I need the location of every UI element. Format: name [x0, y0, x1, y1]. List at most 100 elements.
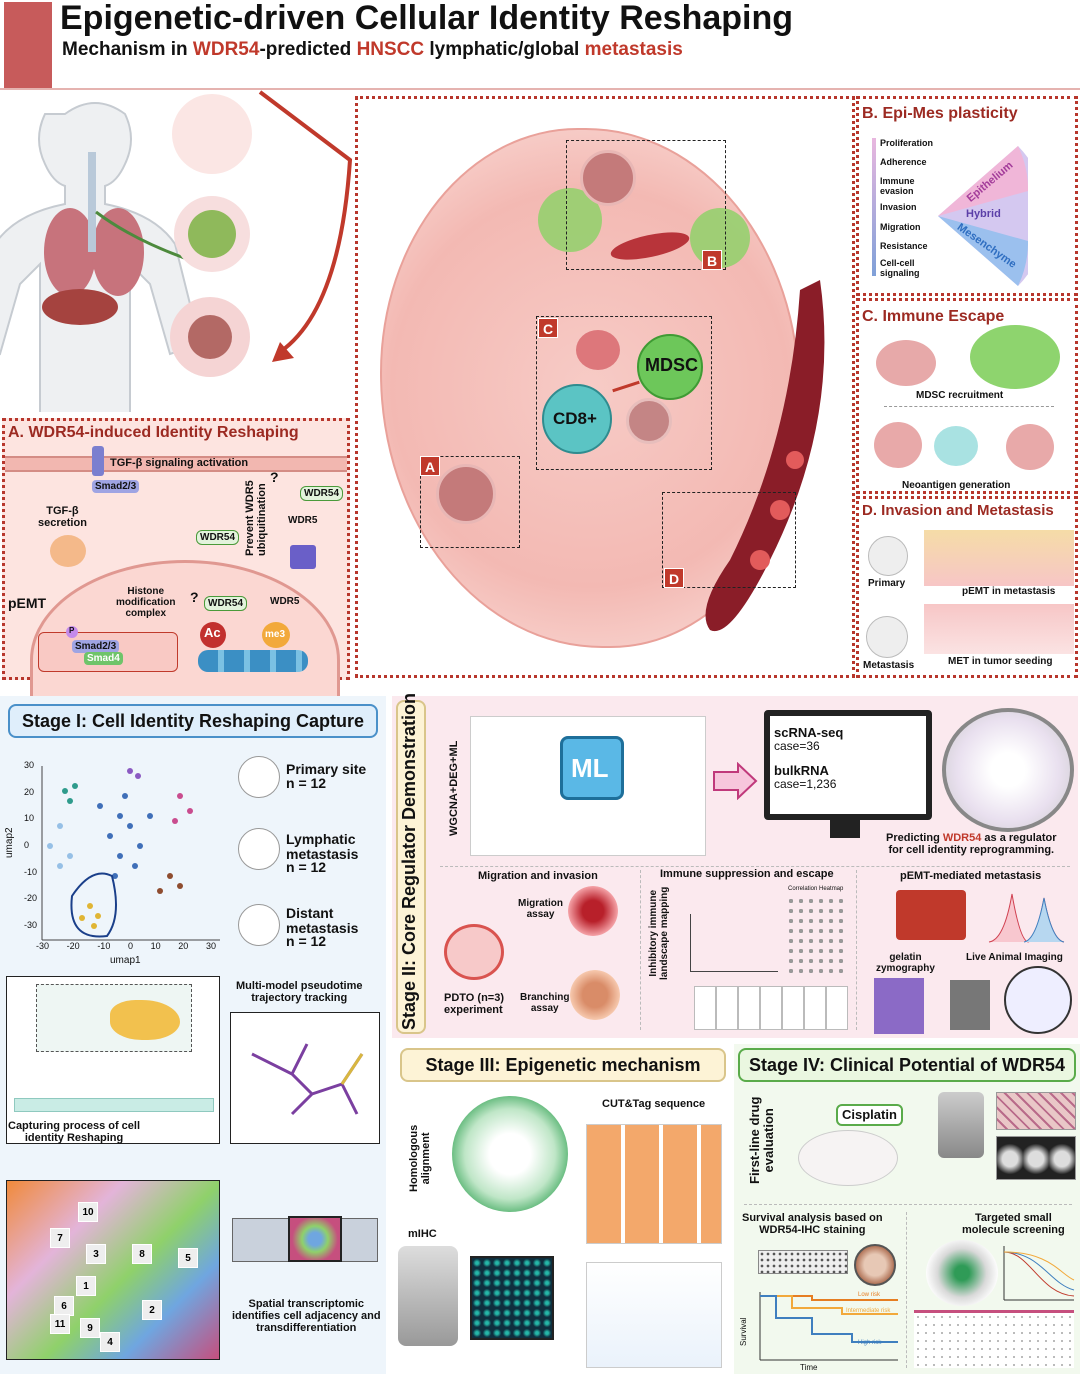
immune-scatter	[690, 914, 778, 972]
mihc-label: mIHC	[408, 1228, 437, 1240]
x-tick: 10	[150, 941, 161, 951]
histone-text: Histone modification complex	[116, 586, 176, 619]
panel-b-list: Proliferation Adherence Immune evasion I…	[880, 138, 950, 278]
live-imaging-label: Live Animal Imaging	[966, 952, 1063, 963]
protein-ribbon	[452, 1096, 568, 1212]
spot-label: 3	[86, 1244, 106, 1264]
correlation-heatmap	[786, 896, 848, 974]
subtitle-gene: WDR54	[192, 39, 260, 60]
nucleosome-row	[198, 650, 308, 672]
pink-arrow	[713, 762, 758, 800]
x-tick: 0	[127, 941, 133, 951]
homologous-label: Homologous alignment	[408, 1125, 432, 1192]
zymography-gel	[874, 978, 924, 1034]
boxplot-grid	[694, 986, 848, 1030]
histone-label: Histone modification complex	[116, 586, 175, 619]
spot-label: 7	[50, 1228, 70, 1248]
migration-title: Migration and invasion	[478, 870, 598, 882]
spot-label: 11	[50, 1314, 70, 1334]
question-mark-2: ?	[270, 469, 279, 485]
lymphatic-name-text: Lymphatic metastasis	[286, 831, 359, 863]
drug-mouse	[798, 1130, 898, 1186]
trait-item: Migration	[880, 222, 921, 232]
prediction-caption: Predicting WDR54 as a regulator for cell…	[886, 832, 1057, 856]
zoom-box-c	[536, 316, 712, 470]
subtitle-part: Mechanism in	[62, 39, 193, 60]
header-logo-block	[4, 2, 52, 88]
zoom-label-b: B	[702, 250, 722, 270]
subtitle-metastasis: metastasis	[584, 39, 683, 60]
survival-x-label: Time	[800, 1363, 818, 1372]
primary-head-icon	[868, 536, 908, 576]
umap-x-label: umap1	[110, 955, 141, 966]
trait-item: Resistance	[880, 241, 928, 251]
y-tick: 10	[24, 813, 35, 824]
subtitle-part: lymphatic/global	[424, 39, 585, 60]
cell-membrane	[5, 456, 347, 472]
zoom-label-a: A	[420, 456, 440, 476]
survival-curves	[759, 1292, 898, 1361]
y-tick: 20	[24, 786, 35, 797]
docking-structure	[926, 1240, 998, 1306]
spot-label: 5	[178, 1248, 198, 1268]
firstline-label: First-line drug evaluation	[747, 1097, 777, 1184]
spot-label: 8	[132, 1244, 152, 1264]
y-tick: -10	[24, 866, 38, 877]
x-tick: -10	[97, 941, 111, 951]
microscope-stage4	[938, 1092, 984, 1158]
smad23-tag: Smad2/3	[92, 480, 140, 493]
gelatin-text: gelatin zymography	[876, 952, 935, 974]
predict-gene: WDR54	[942, 832, 982, 844]
legend-primary-n: n = 12	[286, 775, 327, 791]
prevent-ubiquitination-label: Prevent WDR5 ubiquitination	[244, 480, 268, 556]
smad4-tag: Smad4	[84, 652, 123, 665]
panel-d-frame	[856, 496, 1078, 678]
secretion-vesicle	[50, 535, 86, 567]
survival-y-label: Survival	[739, 1317, 748, 1346]
pdto-organoid	[444, 924, 504, 980]
stage2-vdivider-1	[640, 870, 641, 1030]
pdto-label: PDTO (n=3) experiment	[444, 992, 504, 1016]
bulk-case: case=1,236	[774, 777, 837, 791]
primary-site-icon	[238, 756, 280, 798]
legend-distant-name: Distant metastasis	[286, 905, 358, 937]
zoom-label-d: D	[664, 568, 684, 588]
tumor-cell-top	[580, 150, 636, 206]
tumor-cells-c	[876, 340, 936, 386]
wdr54-tag-middle: WDR54	[196, 530, 240, 545]
cut-profile-plots	[586, 1262, 722, 1368]
header-divider	[0, 88, 1080, 90]
y-tick: 30	[24, 760, 35, 770]
risk-intermediate: Intermediate risk	[846, 1308, 891, 1314]
trait-item: Adherence	[880, 157, 927, 167]
ac-mark	[200, 622, 226, 648]
mouse-imaging	[1004, 966, 1072, 1034]
tumor-cell-neo-left	[874, 422, 922, 468]
panel-c-frame	[856, 298, 1078, 494]
tissue-microarray	[758, 1250, 848, 1274]
phospho-mark	[66, 626, 78, 638]
mihc-image-stack	[470, 1256, 554, 1340]
predict-post: as a regulator for cell identity reprogr…	[888, 832, 1057, 857]
ihc-slides	[996, 1092, 1076, 1130]
panel-c-title: C. Immune Escape	[862, 308, 1005, 325]
question-mark-1: ?	[190, 589, 199, 605]
wdr54-tag-bottom: WDR54	[204, 596, 248, 611]
flow-histogram	[988, 893, 1065, 943]
spot-labels: 10 7 3 8 5 1 6 11 9 4 2	[20, 1200, 210, 1352]
tgf-secretion-text: TGF-β secretion	[38, 505, 87, 530]
immune-title: Immune suppression and escape	[660, 868, 834, 880]
slide-selection	[288, 1216, 342, 1262]
ml-label: ML	[571, 753, 609, 783]
risk-low: Low risk	[858, 1292, 881, 1298]
distant-lung-icon	[238, 904, 280, 946]
trait-item: Proliferation	[880, 138, 934, 148]
human-anatomy-illustration	[0, 94, 252, 412]
ml-chip	[560, 736, 624, 800]
tgf-secretion-label: TGF-β secretion	[38, 505, 87, 529]
targeted-text: Targeted small molecule screening	[962, 1212, 1065, 1237]
ct-scans	[996, 1136, 1076, 1180]
trajectory-plot	[230, 1012, 380, 1144]
zoom-box-a	[420, 456, 520, 548]
